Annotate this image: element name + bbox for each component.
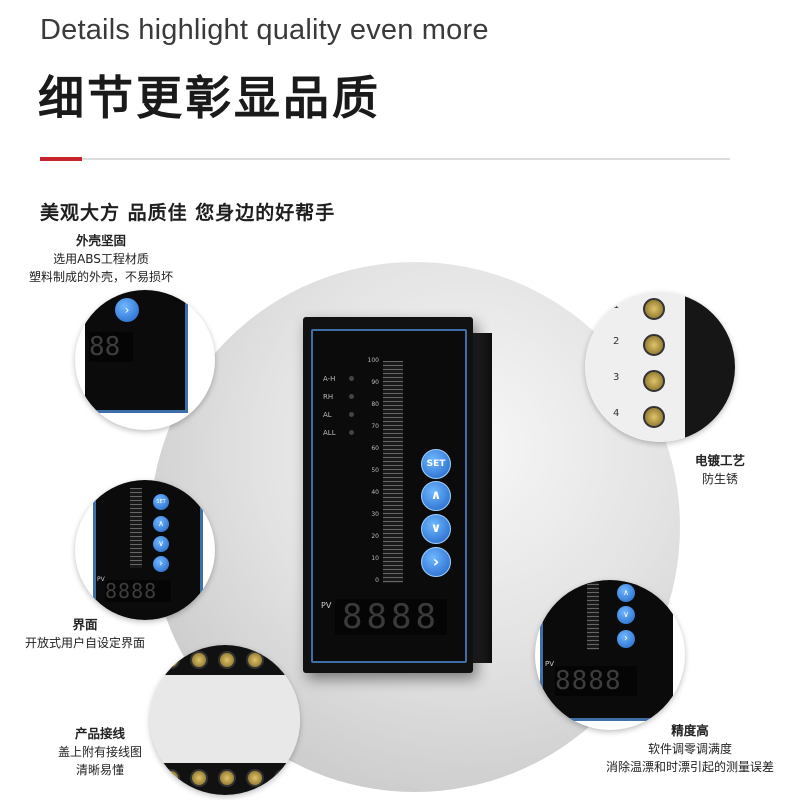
- wiring-diagram: [150, 675, 300, 763]
- down-arrow-icon: ∨: [617, 606, 635, 624]
- terminal-number: 1: [613, 300, 620, 311]
- feature-line: 选用ABS工程材质: [53, 252, 149, 266]
- closeup-display: 8888: [555, 666, 637, 696]
- scale-tick: 100: [367, 357, 379, 364]
- closeup-scale: [130, 488, 142, 568]
- terminal-screw-icon: [643, 334, 665, 356]
- feature-wiring: 产品接线 盖上附有接线图 清晰易懂: [40, 725, 160, 779]
- scale-tick: 10: [371, 555, 379, 562]
- closeup-digits: 88: [89, 332, 133, 362]
- feature-line: 清晰易懂: [75, 763, 124, 777]
- led-indicator-icon: [349, 430, 354, 435]
- set-button-icon: SET: [153, 494, 169, 510]
- terminal-screw-icon: [190, 769, 208, 787]
- down-arrow-icon: ∨: [153, 536, 169, 552]
- terminal-screw-icon: [218, 769, 236, 787]
- led-indicator-icon: [349, 412, 354, 417]
- pv-display: 8888: [335, 599, 447, 635]
- terminal-housing: [685, 292, 735, 442]
- scale-tick: 30: [371, 511, 379, 518]
- closeup-display: 8888: [105, 580, 171, 602]
- terminal-number: 4: [613, 408, 620, 419]
- feature-title: 外壳坚固: [75, 233, 126, 248]
- right-arrow-icon: ›: [115, 298, 139, 322]
- terminal-screw-icon: [218, 651, 236, 669]
- up-button[interactable]: ∧: [421, 481, 451, 511]
- scale-tick: 80: [371, 401, 379, 408]
- feature-line: 软件调零调满度: [647, 742, 732, 756]
- feature-title: 精度高: [671, 723, 709, 738]
- front-panel: A-H RH AL ALL 100 90 80 70 60 50 40 30 2…: [311, 329, 467, 663]
- scale-tick: 90: [371, 379, 379, 386]
- terminal-screw-icon: [643, 298, 665, 320]
- terminal-screw-icon: [274, 769, 292, 787]
- feature-title: 界面: [72, 617, 98, 632]
- divider: [40, 158, 730, 160]
- led-label: ALL: [323, 429, 336, 437]
- terminal-screw-icon: [643, 370, 665, 392]
- feature-line: 防生锈: [701, 472, 738, 486]
- closeup-precision: ∧ ∨ › PV 8888: [535, 580, 685, 730]
- led-row: ALL: [323, 429, 354, 437]
- right-arrow-icon: ›: [153, 556, 169, 572]
- feature-housing: 外壳坚固 选用ABS工程材质 塑料制成的外壳，不易损坏: [16, 232, 186, 286]
- closeup-terminals: 1 2 3 4: [585, 292, 735, 442]
- divider-accent: [40, 157, 82, 161]
- bar-scale: [383, 361, 403, 583]
- up-arrow-icon: ∧: [153, 516, 169, 532]
- controller-device: A-H RH AL ALL 100 90 80 70 60 50 40 30 2…: [303, 317, 473, 673]
- scale-tick: 60: [371, 445, 379, 452]
- led-label: RH: [323, 393, 334, 401]
- led-label: A-H: [323, 375, 336, 383]
- device-side: [470, 333, 492, 663]
- terminal-screw-icon: [246, 651, 264, 669]
- feature-line: 盖上附有接线图: [57, 745, 142, 759]
- feature-title: 产品接线: [74, 726, 125, 741]
- led-indicator-icon: [349, 376, 354, 381]
- slogan: 美观大方 品质佳 您身边的好帮手: [40, 202, 336, 224]
- feature-interface: 界面 开放式用户自设定界面: [10, 616, 160, 652]
- scale-tick: 40: [371, 489, 379, 496]
- scale-tick: 70: [371, 423, 379, 430]
- led-row: AL: [323, 411, 354, 419]
- pv-label: PV: [545, 660, 555, 668]
- closeup-wiring: [150, 645, 300, 795]
- terminal-screw-icon: [274, 651, 292, 669]
- led-row: RH: [323, 393, 354, 401]
- terminal-number: 3: [613, 372, 620, 383]
- led-indicator-icon: [349, 394, 354, 399]
- closeup-panel: [540, 580, 673, 721]
- terminal-screw-icon: [643, 406, 665, 428]
- terminal-screw-icon: [246, 769, 264, 787]
- feature-plating: 电镀工艺 防生锈: [640, 452, 800, 488]
- feature-line: 消除温漂和时漂引起的测量误差: [605, 760, 774, 774]
- down-button[interactable]: ∨: [421, 514, 451, 544]
- english-title: Details highlight quality even more: [40, 14, 489, 46]
- closeup-housing: › 88: [75, 290, 215, 430]
- terminal-number: 2: [613, 336, 620, 347]
- up-arrow-icon: ∧: [617, 584, 635, 602]
- terminal-screw-icon: [162, 769, 180, 787]
- set-button[interactable]: SET: [421, 449, 451, 479]
- pv-label: PV: [97, 576, 105, 583]
- terminal-screw-icon: [190, 651, 208, 669]
- feature-title: 电镀工艺: [694, 453, 745, 468]
- scale-tick: 50: [371, 467, 379, 474]
- shift-button[interactable]: ›: [421, 547, 451, 577]
- feature-precision: 精度高 软件调零调满度 消除温漂和时漂引起的测量误差: [585, 722, 795, 776]
- scale-tick: 0: [375, 577, 379, 584]
- right-arrow-icon: ›: [617, 630, 635, 648]
- chinese-title: 细节更彰显品质: [38, 71, 381, 125]
- closeup-interface: SET ∧ ∨ › PV 8888: [75, 480, 215, 620]
- scale-tick: 20: [371, 533, 379, 540]
- led-label: AL: [323, 411, 332, 419]
- feature-line: 开放式用户自设定界面: [24, 636, 145, 650]
- led-row: A-H: [323, 375, 354, 383]
- closeup-scale: [587, 580, 599, 650]
- feature-line: 塑料制成的外壳，不易损坏: [28, 270, 173, 284]
- terminal-screw-icon: [162, 651, 180, 669]
- pv-label: PV: [321, 601, 332, 610]
